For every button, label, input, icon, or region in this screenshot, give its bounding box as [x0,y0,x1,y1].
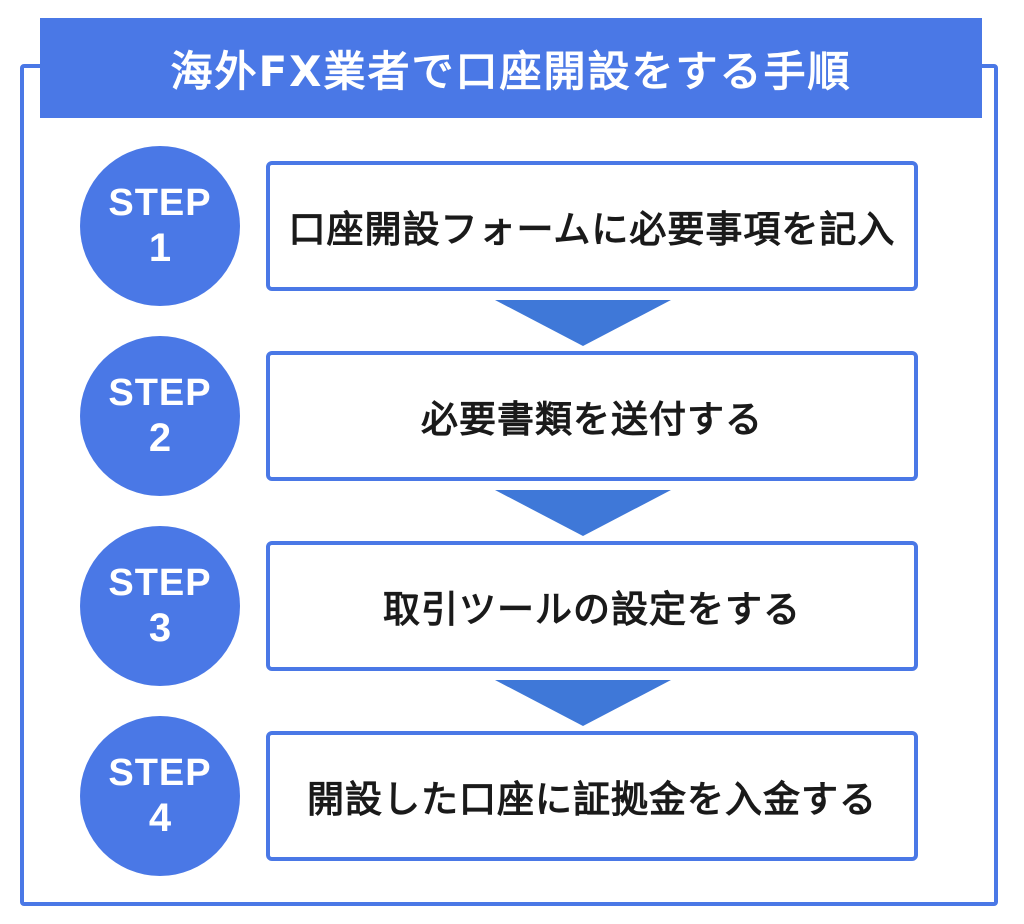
step-1-label: STEP [108,182,212,224]
step-4-box: 開設した口座に証拠金を入金する [266,731,918,861]
step-3-badge: STEP 3 [80,526,240,686]
step-4-label: STEP [108,752,212,794]
step-3-text: 取引ツールの設定をする [383,588,801,631]
step-4-number: 4 [148,796,172,840]
step-4-badge: STEP 4 [80,716,240,876]
step-3-number: 3 [148,606,172,650]
title-banner: 海外FX業者で口座開設をする手順 [40,18,982,118]
step-1-box: 口座開設フォームに必要事項を記入 [266,161,918,291]
step-3-label: STEP [108,562,212,604]
down-arrow-icon [495,490,671,536]
step-2-label: STEP [108,372,212,414]
step-3-box: 取引ツールの設定をする [266,541,918,671]
step-2-box: 必要書類を送付する [266,351,918,481]
step-1-badge: STEP 1 [80,146,240,306]
step-2-number: 2 [148,416,172,460]
down-arrow-icon [495,680,671,726]
step-2-badge: STEP 2 [80,336,240,496]
step-1-text: 口座開設フォームに必要事項を記入 [288,208,896,251]
diagram-title: 海外FX業者で口座開設をする手順 [170,46,852,96]
step-2-text: 必要書類を送付する [421,398,763,441]
step-1-number: 1 [148,226,172,270]
step-4-text: 開設した口座に証拠金を入金する [307,778,877,821]
down-arrow-icon [495,300,671,346]
